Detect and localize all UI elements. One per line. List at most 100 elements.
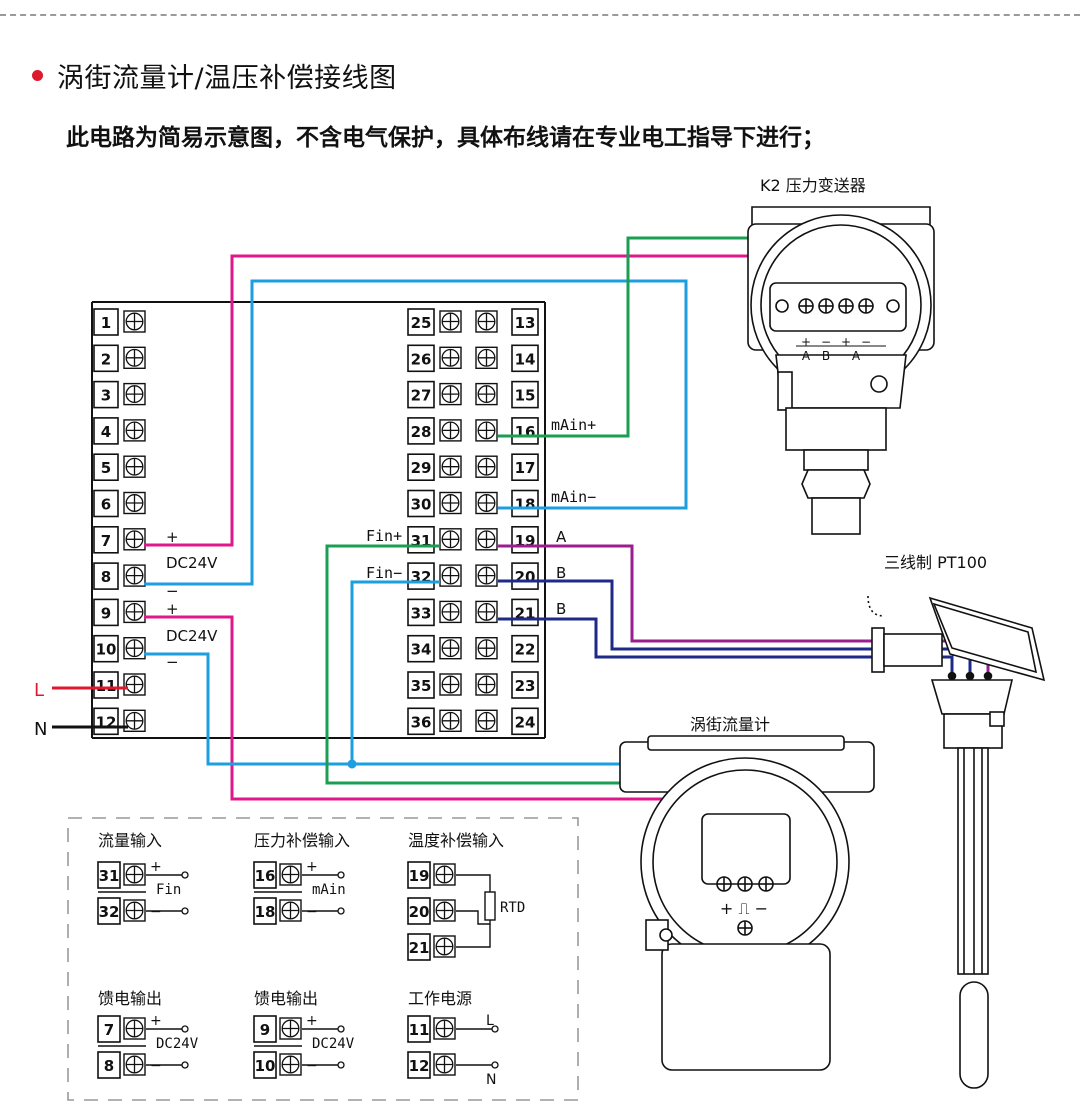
svg-text:9: 9 (260, 1021, 270, 1039)
svg-text:2: 2 (101, 350, 111, 368)
page-title: 涡街流量计/温压补偿接线图 (57, 63, 397, 94)
svg-text:11: 11 (96, 677, 117, 695)
pressure-transmitter: K2 压力变送器 (747, 176, 935, 535)
terminal-31: 31 (407, 525, 462, 554)
label-t32-fin-minus: Fin− (366, 564, 402, 582)
legend-feed1-s2 (123, 1053, 146, 1076)
terminal-20: 20 (475, 562, 539, 590)
wire-cyan-feed1 (144, 279, 688, 586)
terminal-8: 8 (93, 562, 146, 590)
svg-text:温度补偿输入: 温度补偿输入 (408, 831, 504, 850)
terminal-25: 25 (407, 308, 462, 336)
terminal-screw-20 (475, 564, 498, 587)
fm-screw-sig (737, 876, 753, 892)
top-dashed-divider (0, 14, 1080, 16)
legend-flow-s1 (123, 863, 146, 886)
wire-magenta-feed1 (144, 254, 808, 547)
legend-temp-s2 (433, 899, 456, 922)
legend-feed1-t1: 7 (97, 1015, 121, 1043)
svg-text:−: − (306, 904, 318, 920)
terminal-screw-26 (439, 346, 462, 369)
terminal-32: 32 (407, 562, 462, 590)
label-t7-plus: + (166, 528, 179, 546)
legend-pressure-t1: 16 (253, 861, 277, 889)
legend-temp-s1 (433, 863, 456, 886)
terminal-screw-36 (439, 709, 462, 732)
pt100-name: 三线制 PT100 (884, 553, 987, 572)
terminal-30: 30 (407, 489, 462, 518)
flowmeter-name: 涡街流量计 (690, 715, 770, 734)
legend-pressure-t2: 18 (253, 897, 277, 925)
terminal-screw-4 (123, 419, 146, 442)
svg-text:Fin: Fin (156, 882, 181, 898)
svg-text:27: 27 (411, 387, 432, 405)
terminal-screw-32 (439, 564, 462, 587)
terminal-screw-1 (123, 310, 146, 333)
pt100-sensor: 三线制 PT100 (867, 553, 1046, 1089)
legend-flow-s2 (123, 899, 146, 922)
legend-power-s2 (433, 1053, 456, 1076)
terminal-19: 19 (475, 525, 539, 554)
terminal-17: 17 (475, 453, 539, 482)
pt-screw-1 (798, 298, 814, 314)
svg-text:压力补偿输入: 压力补偿输入 (254, 831, 350, 850)
legend-pressure: 16 18 + − mAin (253, 859, 346, 925)
svg-text:N: N (486, 1072, 496, 1088)
svg-text:36: 36 (411, 713, 432, 731)
legend-feed2: 910+−DC24V (253, 1013, 355, 1079)
svg-text:11: 11 (409, 1021, 430, 1039)
terminal-36: 36 (407, 707, 462, 736)
svg-text:25: 25 (411, 314, 432, 332)
svg-text:+: + (150, 1013, 162, 1029)
legend-feed2-t1: 9 (253, 1015, 277, 1043)
svg-text:−: − (150, 904, 162, 920)
svg-text:18: 18 (255, 903, 276, 921)
svg-text:A: A (852, 349, 861, 363)
terminal-screw-3 (123, 382, 146, 406)
svg-text:−: − (150, 1058, 162, 1074)
terminal-screw-9 (123, 600, 146, 624)
svg-text:−: − (861, 335, 871, 349)
terminal-screw-22 (475, 637, 498, 660)
pt-screw-3 (838, 298, 854, 314)
terminal-15: 15 (475, 380, 539, 409)
terminal-screw-29 (439, 455, 462, 478)
terminal-11: 11 (93, 671, 146, 699)
svg-text:6: 6 (101, 496, 111, 514)
legend-feed2-t2: 10 (253, 1051, 277, 1079)
label-t21-b: B (556, 600, 566, 618)
svg-text:+: + (150, 859, 162, 875)
legend-feed1-t2: 8 (97, 1051, 121, 1079)
pt-screw-4 (858, 298, 874, 314)
svg-text:+: + (306, 859, 318, 875)
terminal-screw-2 (123, 346, 146, 369)
svg-text:−: − (821, 335, 831, 349)
terminal-labels: + DC24V − + DC24V − L N mAin+ mAin− Fin+… (34, 416, 596, 740)
legend-feed1-s1 (123, 1017, 146, 1040)
terminal-screw-25 (439, 310, 462, 333)
wire-cyan-fin (350, 580, 440, 764)
terminal-27: 27 (407, 380, 462, 409)
svg-text:mAin: mAin (312, 882, 346, 898)
svg-text:8: 8 (101, 568, 111, 586)
terminal-12: 12 (93, 707, 146, 736)
svg-text:24: 24 (515, 713, 536, 731)
terminal-35: 35 (407, 671, 462, 699)
title-row: 涡街流量计/温压补偿接线图 (32, 56, 397, 95)
svg-text:22: 22 (515, 641, 536, 659)
terminal-screw-31 (439, 528, 462, 551)
legend-power-t1: 11 (407, 1015, 431, 1043)
terminal-screw-30 (439, 491, 462, 515)
terminal-3: 3 (93, 380, 146, 409)
terminal-9: 9 (93, 598, 146, 627)
terminal-10: 10 (93, 634, 146, 663)
legend-power-t2: 12 (407, 1051, 431, 1079)
terminal-screw-14 (475, 346, 498, 369)
svg-text:−: − (306, 1058, 318, 1074)
terminal-29: 29 (407, 453, 462, 482)
terminal-screw-21 (475, 600, 498, 624)
label-t20-b: B (556, 564, 566, 582)
svg-text:26: 26 (411, 350, 432, 368)
